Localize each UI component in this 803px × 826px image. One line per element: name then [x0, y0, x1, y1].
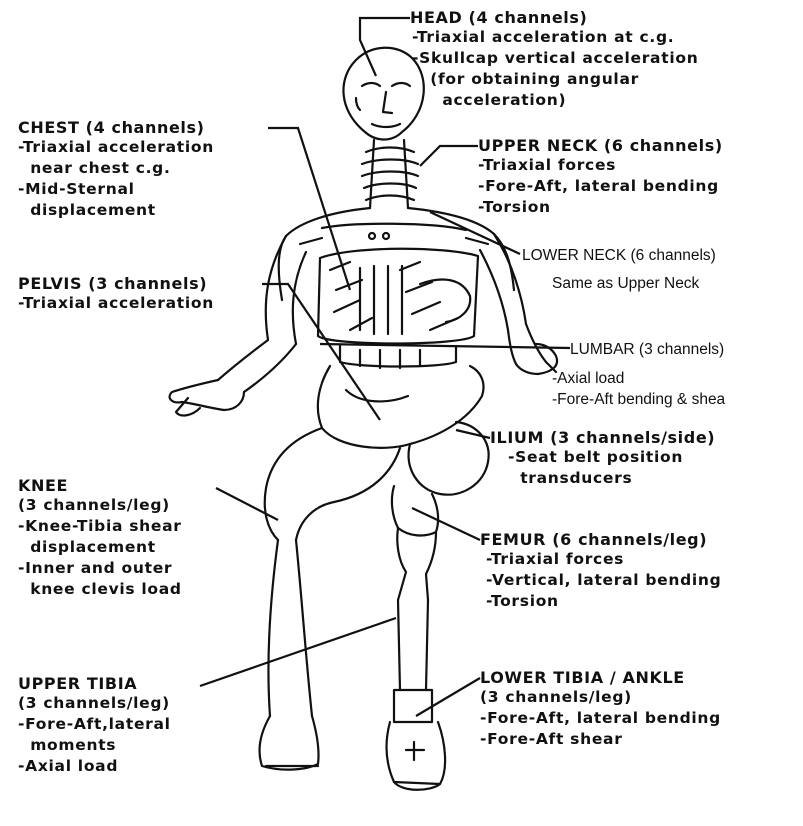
upper-neck-leader-line [420, 146, 478, 166]
chest-line: -Mid-Sternal [18, 179, 214, 200]
lower-neck-leader-line [430, 212, 520, 254]
head-line: -Triaxial acceleration at c.g. [412, 27, 698, 48]
upper-tibia-line: -Fore-Aft,lateral [18, 714, 171, 735]
pelvis-label: PELVIS (3 channels) -Triaxial accelerati… [18, 274, 214, 314]
lower-neck-label: LOWER NECK (6 channels) Same as Upper Ne… [522, 246, 716, 294]
femur-title: FEMUR (6 channels/leg) [480, 530, 721, 549]
lumbar-line: -Axial load [552, 368, 725, 389]
upper-tibia-line: (3 channels/leg) [18, 693, 171, 714]
knee-leader-line [216, 488, 278, 520]
chest-line: near chest c.g. [18, 158, 214, 179]
dummy-pelvis [318, 366, 484, 448]
head-line: (for obtaining angular [418, 69, 698, 90]
ilium-line: transducers [508, 468, 715, 489]
pelvis-line: -Triaxial acceleration [18, 293, 214, 314]
dummy-neck [362, 140, 418, 208]
dummy-right-leg [260, 428, 400, 770]
upper-neck-line: -Triaxial forces [478, 155, 723, 176]
chest-label: CHEST (4 channels) -Triaxial acceleratio… [18, 118, 214, 221]
head-line: acceleration) [418, 90, 698, 111]
knee-label: KNEE (3 channels/leg) -Knee-Tibia shear … [18, 476, 182, 600]
lower-neck-title: LOWER NECK (6 channels) [522, 246, 716, 265]
upper-neck-title: UPPER NECK (6 channels) [478, 136, 723, 155]
dummy-torso [279, 208, 514, 368]
upper-neck-label: UPPER NECK (6 channels) -Triaxial forces… [478, 136, 723, 218]
upper-tibia-leader-line [200, 618, 396, 686]
lower-neck-line: Same as Upper Neck [552, 273, 716, 294]
chest-title: CHEST (4 channels) [18, 118, 214, 137]
femur-line: -Triaxial forces [486, 549, 721, 570]
knee-line: -Inner and outer [18, 558, 182, 579]
pelvis-title: PELVIS (3 channels) [18, 274, 214, 293]
ilium-title: ILIUM (3 channels/side) [490, 428, 715, 447]
upper-tibia-label: UPPER TIBIA (3 channels/leg) -Fore-Aft,l… [18, 674, 171, 777]
chest-line: -Triaxial acceleration [18, 137, 214, 158]
ilium-label: ILIUM (3 channels/side) -Seat belt posit… [490, 428, 715, 489]
lumbar-title: LUMBAR (3 channels) [570, 340, 724, 359]
lumbar-label: LUMBAR (3 channels) [570, 340, 724, 359]
lower-tibia-line: -Fore-Aft shear [480, 729, 721, 750]
lower-tibia-title: LOWER TIBIA / ANKLE [480, 668, 721, 687]
lumbar-details: -Axial load -Fore-Aft bending & shea [552, 368, 725, 410]
femur-line: -Torsion [486, 591, 721, 612]
knee-line: displacement [18, 537, 182, 558]
ilium-leader-line [456, 430, 490, 438]
knee-line: (3 channels/leg) [18, 495, 182, 516]
knee-line: -Knee-Tibia shear [18, 516, 182, 537]
head-title: HEAD (4 channels) [410, 8, 698, 27]
head-label: HEAD (4 channels) -Triaxial acceleration… [410, 8, 698, 111]
head-line: -Skullcap vertical acceleration [412, 48, 698, 69]
upper-tibia-title: UPPER TIBIA [18, 674, 171, 693]
lower-tibia-line: -Fore-Aft, lateral bending [480, 708, 721, 729]
knee-line: knee clevis load [18, 579, 182, 600]
chest-line: displacement [18, 200, 214, 221]
femur-line: -Vertical, lateral bending [486, 570, 721, 591]
upper-neck-line: -Fore-Aft, lateral bending [478, 176, 723, 197]
upper-tibia-line: moments [18, 735, 171, 756]
lumbar-line: -Fore-Aft bending & shea [552, 389, 725, 410]
lower-tibia-line: (3 channels/leg) [480, 687, 721, 708]
upper-neck-line: -Torsion [478, 197, 723, 218]
femur-label: FEMUR (6 channels/leg) -Triaxial forces … [480, 530, 721, 612]
lumbar-leader-line [320, 344, 570, 348]
chest-leader-line [268, 128, 350, 290]
dummy-right-arm [170, 236, 306, 415]
dummy-left-leg [387, 422, 489, 790]
ilium-line: -Seat belt position [508, 447, 715, 468]
lower-tibia-label: LOWER TIBIA / ANKLE (3 channels/leg) -Fo… [480, 668, 721, 750]
upper-tibia-line: -Axial load [18, 756, 171, 777]
knee-title: KNEE [18, 476, 182, 495]
